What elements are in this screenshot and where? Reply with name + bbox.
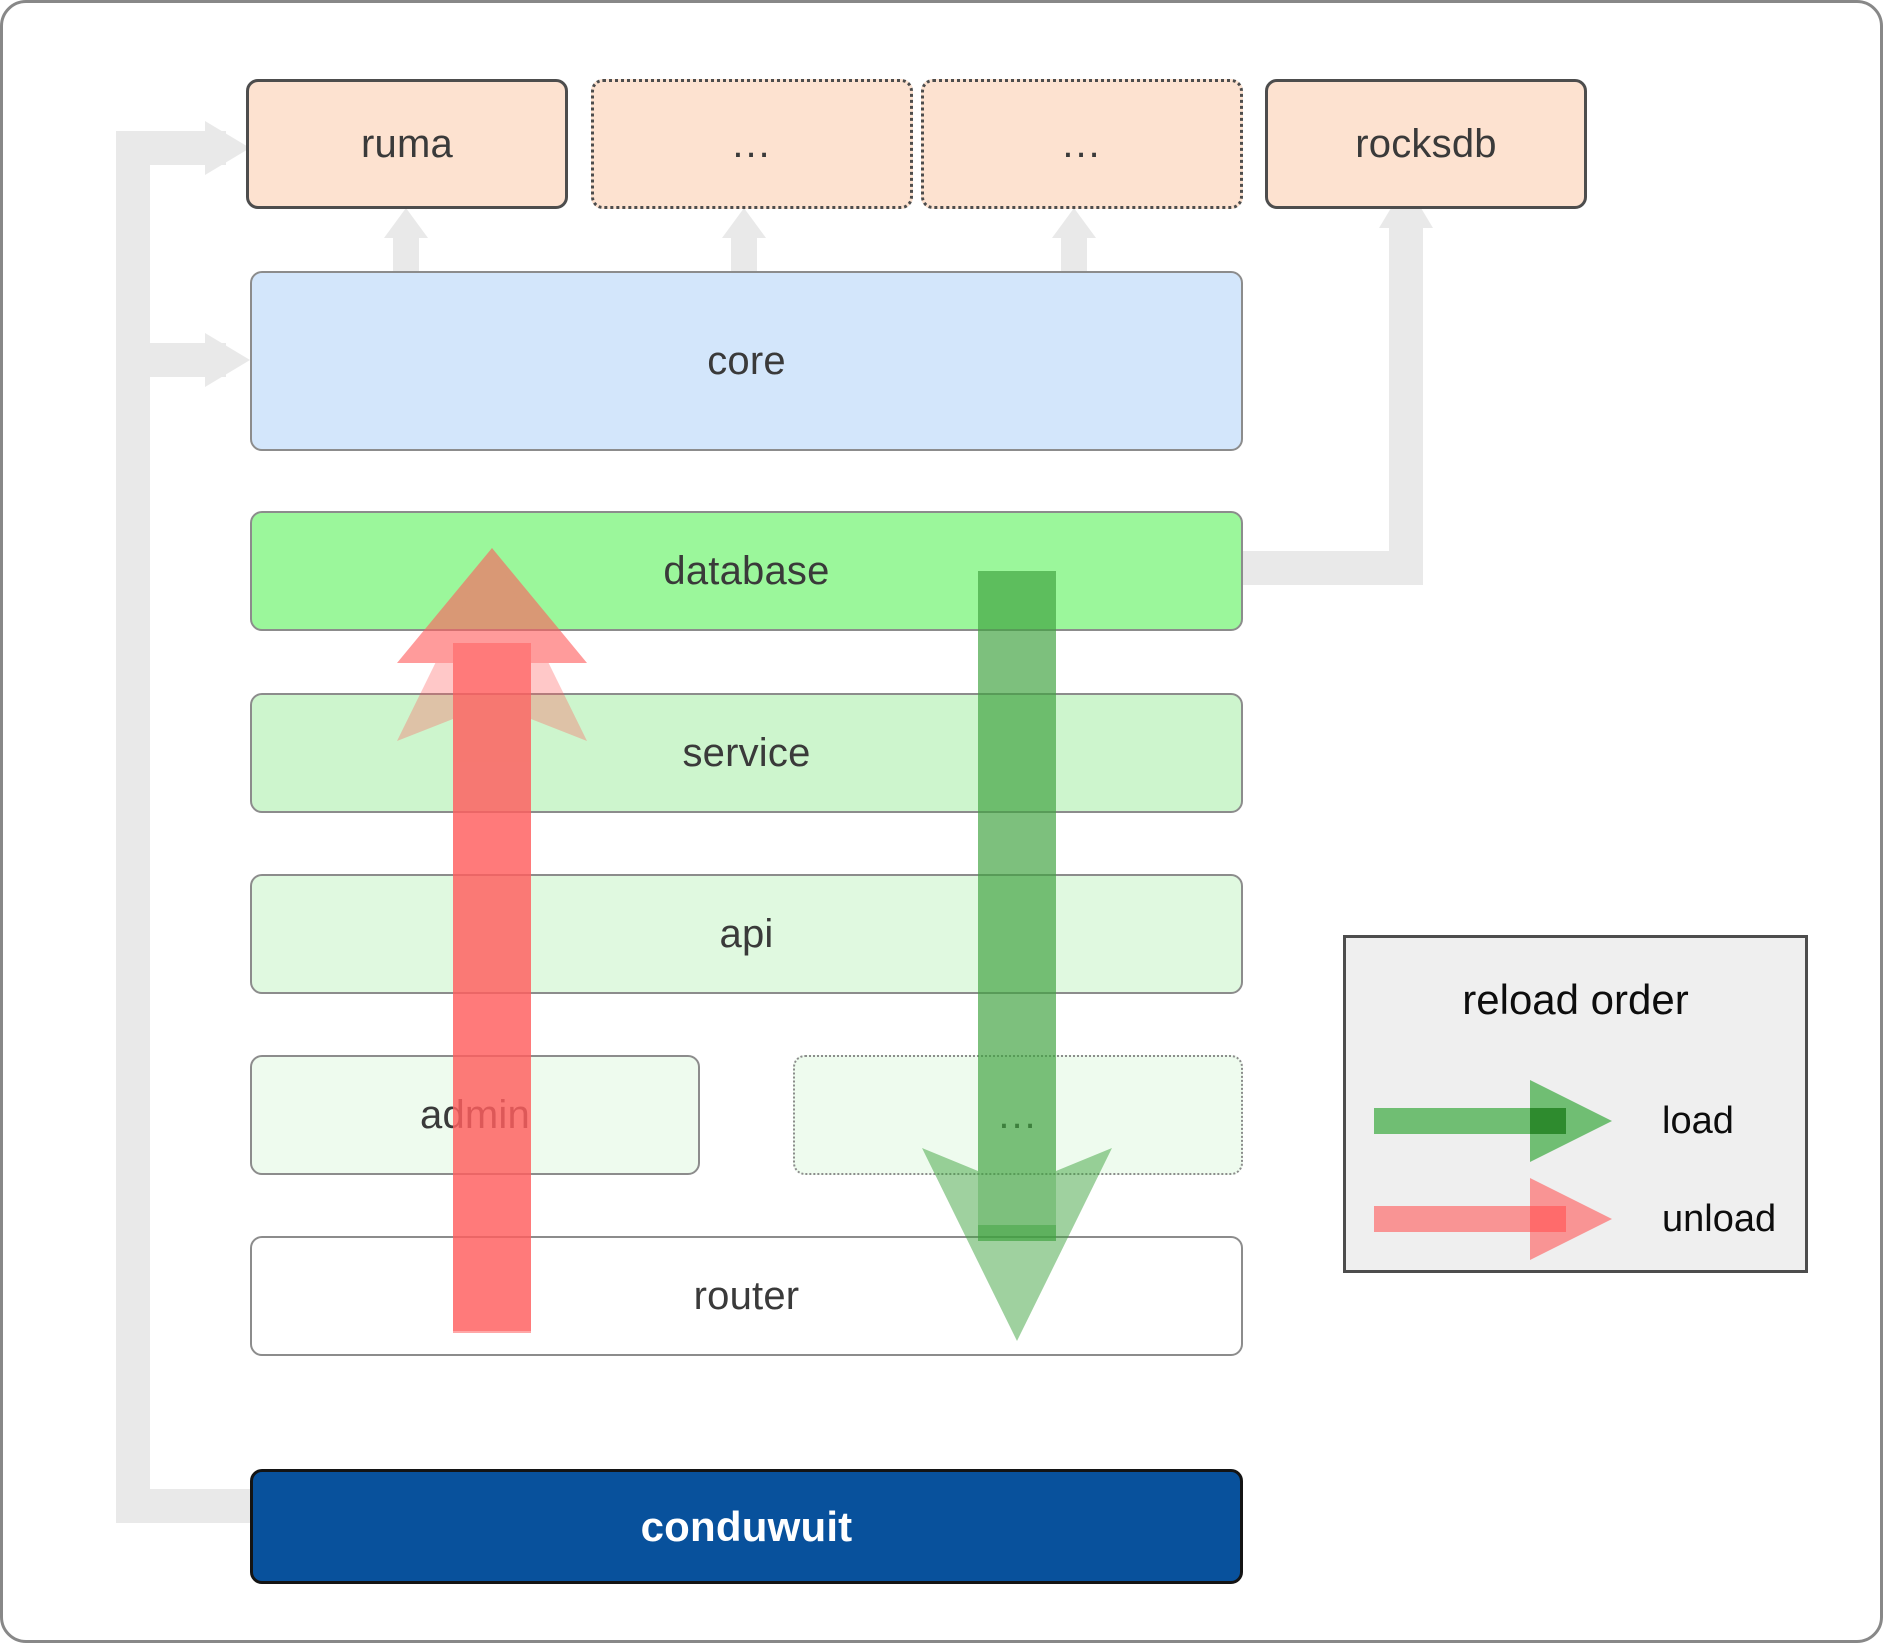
node-dependency-ellipsis-1-label: ...: [732, 122, 772, 166]
node-api[interactable]: api: [250, 874, 1243, 994]
node-rocksdb-label: rocksdb: [1355, 121, 1497, 166]
node-layer: ruma ... ... rocksdb core database servi…: [3, 3, 1880, 1640]
connector-layer: [116, 121, 1433, 1523]
node-dependency-ellipsis-2-label: ...: [1062, 122, 1102, 166]
node-service-label: service: [682, 730, 811, 775]
legend-unload-arrow-icon: [1374, 1178, 1612, 1260]
legend-title: reload order: [1462, 976, 1689, 1023]
legend-load-arrow-icon: [1374, 1080, 1612, 1162]
legend-reload-order: reload order load unload: [1343, 935, 1808, 1273]
node-router[interactable]: router: [250, 1236, 1243, 1356]
node-core-label: core: [707, 338, 786, 383]
node-crate-ellipsis[interactable]: ...: [793, 1055, 1243, 1175]
node-service[interactable]: service: [250, 693, 1243, 813]
node-dependency-ellipsis-2[interactable]: ...: [921, 79, 1243, 209]
arrowhead-to-ruma: [205, 121, 250, 175]
arrowhead-to-core: [205, 333, 250, 387]
legend-load-label: load: [1662, 1100, 1734, 1142]
node-ruma-label: ruma: [361, 121, 453, 166]
node-api-label: api: [719, 911, 774, 956]
node-conduwuit-label: conduwuit: [640, 1502, 853, 1550]
node-ruma[interactable]: ruma: [246, 79, 568, 209]
flow-arrow-layer: [397, 548, 1112, 1341]
node-rocksdb[interactable]: rocksdb: [1265, 79, 1587, 209]
node-dependency-ellipsis-1[interactable]: ...: [591, 79, 913, 209]
node-crate-ellipsis-label: ...: [998, 1093, 1038, 1137]
legend-layer: reload order load unload: [3, 3, 1880, 1640]
node-admin-label: admin: [420, 1092, 530, 1137]
node-admin[interactable]: admin: [250, 1055, 700, 1175]
legend-unload-label: unload: [1662, 1198, 1777, 1240]
node-conduwuit[interactable]: conduwuit: [250, 1469, 1243, 1584]
node-database[interactable]: database: [250, 511, 1243, 631]
node-core[interactable]: core: [250, 271, 1243, 451]
node-database-label: database: [663, 548, 830, 593]
node-router-label: router: [693, 1273, 800, 1318]
